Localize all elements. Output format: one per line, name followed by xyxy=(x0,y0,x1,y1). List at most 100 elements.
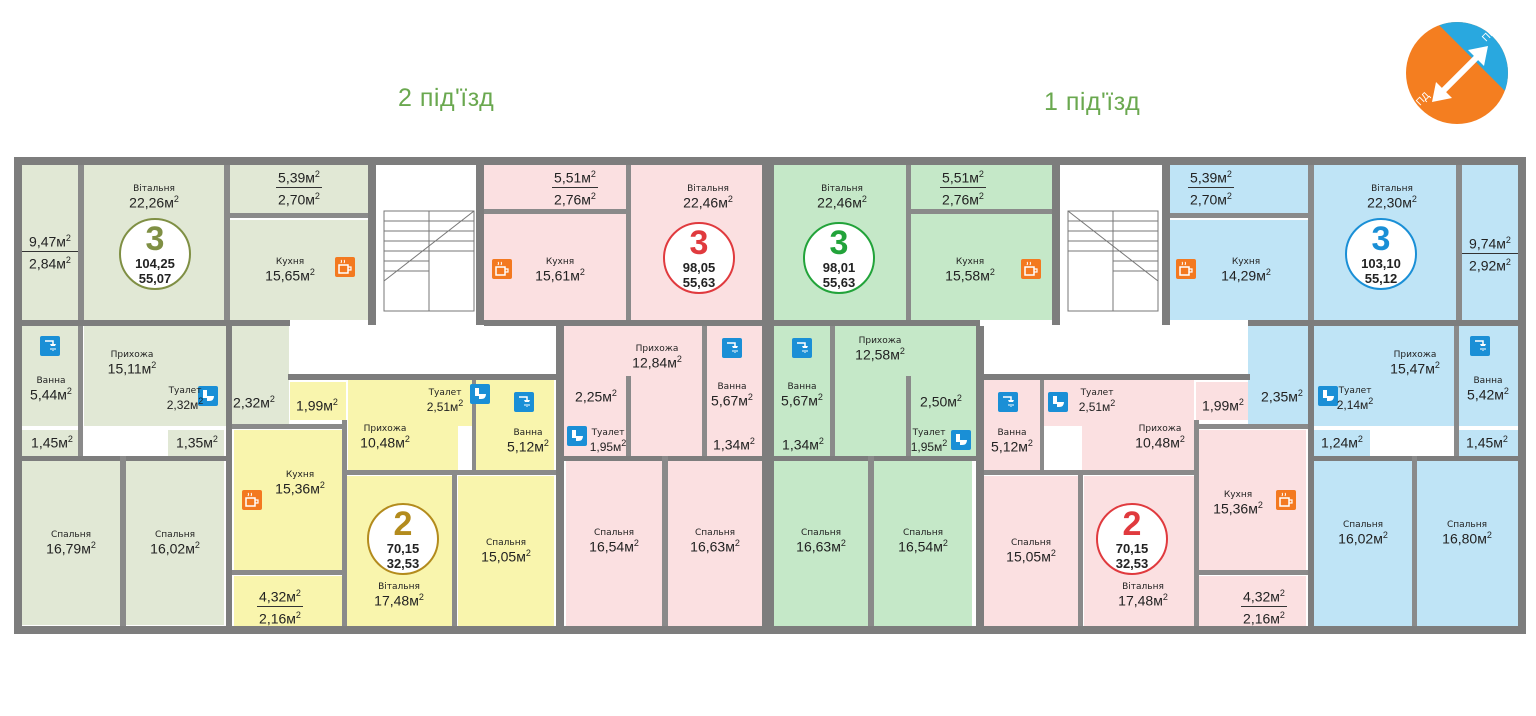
apt2-bedroom xyxy=(458,476,554,626)
wall-stair2-left xyxy=(368,157,376,325)
wall-top-a5 xyxy=(984,374,1250,380)
apt6-hall xyxy=(1248,326,1454,426)
iwall xyxy=(1196,424,1308,429)
apt1-storage-3-area: 2,32м2 xyxy=(233,394,275,411)
shower-icon xyxy=(792,338,812,358)
apt1-bedroom-2 xyxy=(126,460,224,625)
kitchen-icon xyxy=(242,490,262,510)
toilet-icon xyxy=(470,384,490,404)
apt3-badge: 3 98,05 55,63 xyxy=(663,222,735,294)
shower-icon xyxy=(514,392,534,412)
apt2-total: 70,15 xyxy=(386,541,420,556)
kitchen-icon xyxy=(1276,490,1296,510)
apt1-total: 104,25 xyxy=(135,256,175,271)
kitchen-icon xyxy=(1021,259,1041,279)
wall-center xyxy=(762,157,774,634)
apt6-total: 103,10 xyxy=(1361,256,1401,271)
apt6-rooms: 3 xyxy=(1371,220,1391,258)
shower-icon xyxy=(722,338,742,358)
shower-icon xyxy=(998,392,1018,412)
apt6-storage-2 xyxy=(1458,430,1518,456)
iwall xyxy=(1456,165,1462,320)
apt1-balcony-top xyxy=(230,165,368,215)
apt2-storage xyxy=(290,382,346,420)
apt6-storage-3-area: 2,35м2 xyxy=(1261,388,1303,405)
shower-icon xyxy=(1470,336,1490,356)
apt4-bedroom-1 xyxy=(774,460,868,626)
apt1-hall xyxy=(84,326,289,426)
apt4-storage-area: 2,50м2 xyxy=(920,393,962,410)
iwall xyxy=(1078,472,1083,626)
apt3-total: 98,05 xyxy=(682,260,716,275)
apt4-badge: 3 98,01 55,63 xyxy=(803,222,875,294)
apt2-toilet xyxy=(416,380,474,426)
wall-a5-a6 xyxy=(1308,320,1314,634)
iwall xyxy=(230,213,368,218)
iwall xyxy=(1040,380,1044,472)
wall-a4-a5 xyxy=(976,326,984,634)
iwall xyxy=(232,570,344,575)
apt6-living: 55,12 xyxy=(1364,271,1398,286)
apt1-rooms: 3 xyxy=(145,220,165,258)
apt6-storage-1-area: 1,24м2 xyxy=(1321,434,1363,451)
wall-left xyxy=(14,157,22,634)
entrance-1-title: 1 під'їзд xyxy=(1044,88,1141,116)
wall-stair1-right xyxy=(1162,157,1170,325)
iwall xyxy=(906,376,911,456)
toilet-icon xyxy=(567,426,587,446)
apt5-rooms: 2 xyxy=(1122,505,1142,543)
shower-icon xyxy=(40,336,60,356)
apt3-living: 55,63 xyxy=(682,275,716,290)
iwall xyxy=(910,209,1052,214)
apt5-hall xyxy=(1082,376,1194,472)
wall-beds-a3 xyxy=(556,456,762,461)
apt4-total: 98,01 xyxy=(822,260,856,275)
apt1-storage-2 xyxy=(168,430,224,456)
iwall xyxy=(224,165,230,320)
wall-mid-a4 xyxy=(774,320,980,326)
apt6-storage-2-area: 1,45м2 xyxy=(1466,434,1508,451)
iwall xyxy=(342,420,347,626)
iwall xyxy=(626,376,631,456)
compass-icon: ПН ПД xyxy=(1406,22,1508,124)
apt1-living: 55,07 xyxy=(138,271,172,286)
wall-mid-a1 xyxy=(14,320,290,326)
apt2-storage-area: 1,99м2 xyxy=(296,397,338,414)
apt3-storage xyxy=(566,376,626,420)
apt5-total: 70,15 xyxy=(1115,541,1149,556)
iwall xyxy=(906,165,911,320)
apt4-balcony xyxy=(910,165,1052,215)
apt1-storage-1 xyxy=(22,430,78,456)
iwall xyxy=(1308,165,1314,320)
iwall xyxy=(702,326,707,456)
iwall xyxy=(1412,456,1417,626)
apt5-bedroom xyxy=(984,476,1078,626)
iwall xyxy=(1170,213,1308,218)
toilet-icon xyxy=(951,430,971,450)
kitchen-icon xyxy=(335,257,355,277)
entrance-2-title: 2 під'їзд xyxy=(398,84,495,112)
apt4-storage-2-area: 1,34м2 xyxy=(782,436,824,453)
iwall xyxy=(472,380,476,472)
